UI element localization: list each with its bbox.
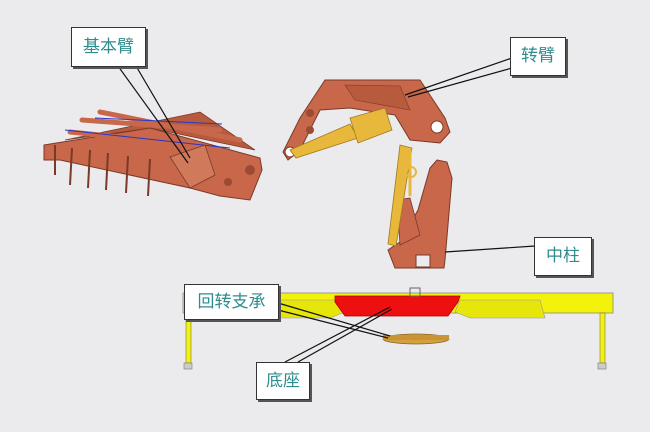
base-arm-part [43,109,263,201]
label-base: 底座 [256,362,310,400]
base-part [182,287,614,370]
label-slewing-bearing: 回转支承 [184,284,279,320]
leader-lines [117,57,536,363]
column-part [387,144,453,269]
turning-arm-part [282,79,451,161]
label-turning-arm: 转臂 [510,37,566,76]
outrigger-leg-left [183,312,193,370]
outrigger-leg-right [597,312,607,370]
label-column: 中柱 [534,237,592,276]
slewing-bearing-part [382,333,450,345]
label-base-arm: 基本臂 [71,27,146,67]
